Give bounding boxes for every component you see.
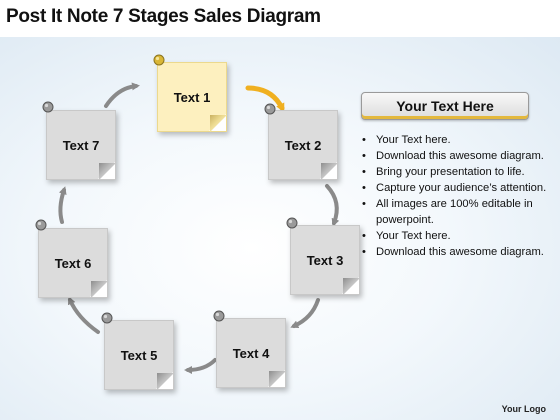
arrow-1-to-2	[245, 85, 285, 113]
arrow-4-to-5	[184, 358, 217, 374]
arrow-2-to-3	[325, 184, 340, 227]
pushpin-icon	[286, 217, 298, 229]
bullet-list: Your Text here. Download this awesome di…	[357, 132, 553, 260]
pushpin-icon	[42, 101, 54, 113]
stage-note-7: Text 7	[46, 110, 116, 180]
stage-note-3: Text 3	[290, 225, 360, 295]
bullet-item: Capture your audience’s attention.	[357, 180, 553, 196]
bullet-item: Download this awesome diagram.	[357, 148, 553, 164]
stage-label: Text 3	[306, 252, 344, 268]
arrow-5-to-6	[67, 296, 100, 334]
stage-label: Text 1	[173, 89, 211, 105]
stage-note-4: Text 4	[216, 318, 286, 388]
pushpin-icon	[264, 103, 276, 115]
pushpin-icon	[213, 310, 225, 322]
bullet-item: Download this awesome diagram.	[357, 244, 553, 260]
panel-header: Your Text Here	[361, 92, 529, 120]
bullet-item: All images are 100% editable in powerpoi…	[357, 196, 553, 228]
arrow-7-to-1	[104, 82, 140, 108]
bullet-item: Your Text here.	[357, 228, 553, 244]
page-title: Post It Note 7 Stages Sales Diagram	[6, 6, 321, 27]
stage-note-6: Text 6	[38, 228, 108, 298]
pushpin-icon	[35, 219, 47, 231]
pushpin-icon	[153, 54, 165, 66]
stage-label: Text 5	[120, 347, 158, 363]
stage-label: Text 4	[232, 345, 270, 361]
stage-note-2: Text 2	[268, 110, 338, 180]
stage-note-5: Text 5	[104, 320, 174, 390]
pushpin-icon	[101, 312, 113, 324]
bullet-item: Your Text here.	[357, 132, 553, 148]
stage-label: Text 7	[62, 137, 100, 153]
logo-text: Your Logo	[501, 404, 546, 414]
stage-label: Text 2	[284, 137, 322, 153]
arrow-3-to-4	[290, 298, 320, 329]
stage-label: Text 6	[54, 255, 92, 271]
stage-note-1: Text 1	[157, 62, 227, 132]
arrow-6-to-7	[58, 186, 67, 224]
bullet-item: Bring your presentation to life.	[357, 164, 553, 180]
